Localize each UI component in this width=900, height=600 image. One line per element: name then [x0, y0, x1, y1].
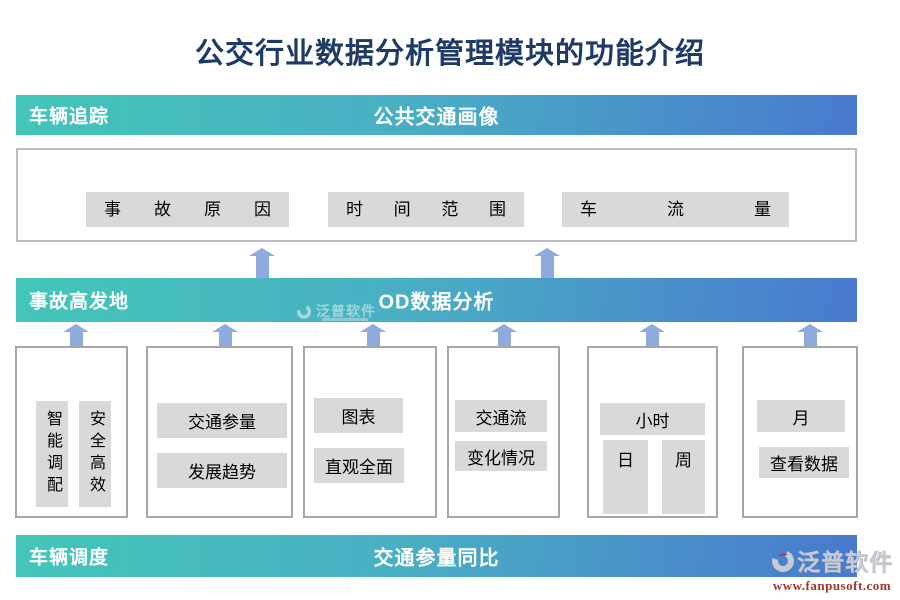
chip-accident-cause: 事 故 原 因 — [86, 192, 289, 227]
up-arrow-icon — [249, 248, 275, 278]
banner-od-analysis: 事故高发地 OD数据分析 — [16, 278, 857, 322]
chip-smart-allocation: 智能调配 — [36, 401, 68, 507]
banner-bottom-left-label: 车辆调度 — [29, 547, 110, 569]
chip-month: 月 — [757, 400, 845, 432]
banner-bottom-center-label: 交通参量同比 — [373, 547, 500, 570]
banner-middle-center-label: OD数据分析 — [378, 291, 495, 314]
chip-intuitive-comprehensive: 直观全面 — [314, 448, 404, 483]
chip-hour: 小时 — [600, 403, 705, 435]
banner-top-center-label: 公共交通画像 — [373, 106, 500, 129]
module-box-smart-dispatch — [15, 346, 128, 518]
chip-time-range: 时 间 范 围 — [328, 192, 524, 227]
module-box-traffic-flow — [447, 346, 560, 518]
chip-day: 日 — [603, 440, 648, 514]
chip-view-data: 查看数据 — [759, 447, 849, 478]
page-title: 公交行业数据分析管理模块的功能介绍 — [194, 38, 705, 70]
chip-traffic-volume: 车 流 量 — [562, 192, 789, 227]
chip-safe-efficient: 安全高效 — [79, 401, 111, 507]
fanpu-logo-name: 泛普软件 — [797, 549, 893, 575]
banner-top-left-label: 车辆追踪 — [29, 106, 110, 128]
arrow-body — [540, 256, 554, 278]
chip-change-situation: 变化情况 — [455, 441, 547, 471]
arrow-head — [491, 324, 517, 332]
arrow-head — [212, 324, 238, 332]
fanpu-logo: 泛普软件 www.fanpusoft.com — [766, 543, 898, 594]
chip-week: 周 — [662, 440, 705, 514]
fanpu-logo-row: 泛普软件 — [766, 543, 898, 577]
watermark-subline — [322, 318, 368, 321]
up-arrow-icon — [534, 248, 560, 278]
arrow-body — [255, 256, 269, 278]
banner-middle-left-label: 事故高发地 — [29, 291, 130, 313]
chip-traffic-flow: 交通流 — [455, 400, 547, 432]
arrow-head — [249, 248, 275, 256]
watermark-text: 泛普软件 — [316, 303, 376, 319]
banner-vehicle-dispatch: 车辆调度 交通参量同比 — [16, 535, 857, 577]
arrow-head — [639, 324, 665, 332]
chip-traffic-parameters: 交通参量 — [157, 403, 287, 438]
arrow-head — [360, 324, 386, 332]
fanpu-watermark: 泛普软件 — [296, 301, 376, 321]
arrow-head — [534, 248, 560, 256]
arrow-head — [797, 324, 823, 332]
fanpu-logo-url: www.fanpusoft.com — [772, 578, 892, 593]
arrow-head — [63, 324, 89, 332]
banner-vehicle-tracking: 车辆追踪 公共交通画像 — [16, 95, 857, 135]
fanpu-logo-icon — [297, 304, 311, 319]
module-box-monthly-data — [742, 346, 858, 518]
chip-development-trend: 发展趋势 — [157, 453, 287, 488]
chip-chart: 图表 — [314, 398, 403, 433]
fanpu-logo-icon — [772, 550, 794, 572]
